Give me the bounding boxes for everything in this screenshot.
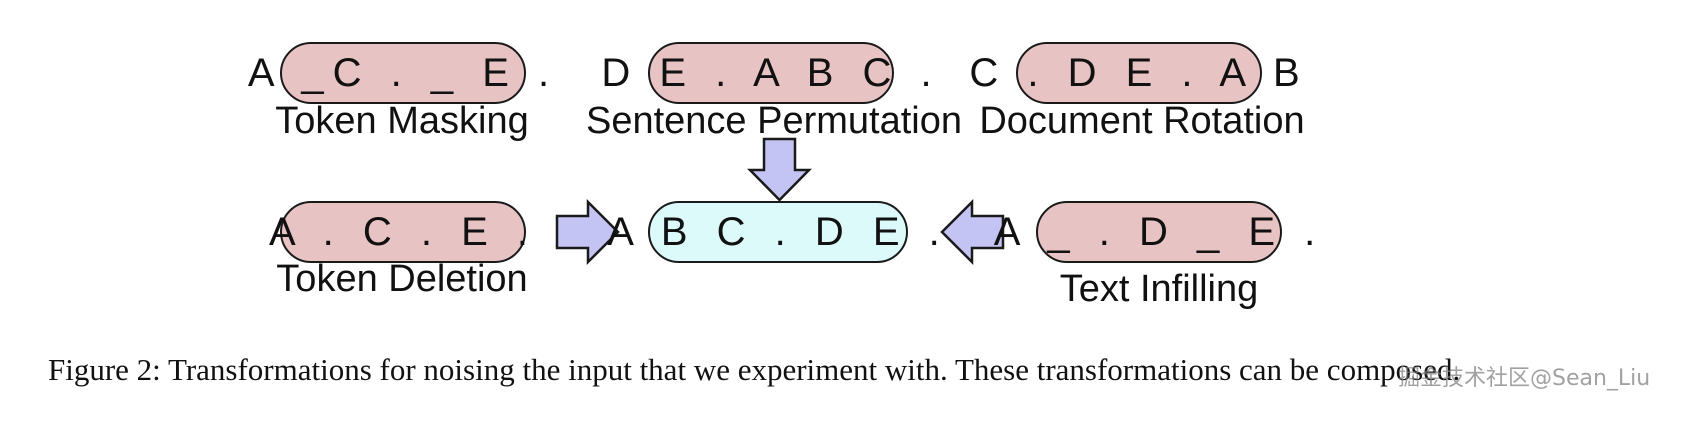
left-arrow-icon	[940, 198, 1005, 266]
document-rotation-box: C . D E . A B	[969, 42, 1300, 104]
token-deletion-label: Token Deletion	[276, 258, 528, 300]
watermark: 掘金技术社区@Sean_Liu	[1398, 366, 1651, 391]
sentence-permutation-sequence: D E . A B C .	[601, 50, 941, 95]
text-infilling-box: A _ . D _ E .	[994, 201, 1315, 263]
token-deletion-box: A . C . E .	[269, 201, 528, 263]
sentence-permutation-label: Sentence Permutation	[585, 100, 963, 142]
document-rotation-sequence: C . D E . A B	[969, 50, 1309, 95]
document-rotation-label: Document Rotation	[979, 100, 1305, 142]
token-masking-box: A _C . _ E .	[248, 42, 549, 104]
sentence-permutation-box: D E . A B C .	[601, 42, 932, 104]
figure-caption: Figure 2: Transformations for noising th…	[48, 352, 1461, 387]
token-masking-label: Token Masking	[275, 100, 529, 142]
original-sequence-box: A B C . D E .	[607, 201, 940, 263]
text-infilling-label: Text Infilling	[1059, 268, 1259, 310]
right-arrow-icon	[555, 198, 620, 266]
token-masking-sequence: A _C . _ E .	[247, 50, 559, 95]
text-infilling-sequence: A _ . D _ E .	[993, 209, 1325, 254]
down-arrow-icon	[747, 137, 812, 202]
original-sequence: A B C . D E .	[607, 209, 949, 254]
token-deletion-sequence: A . C . E .	[269, 209, 537, 254]
